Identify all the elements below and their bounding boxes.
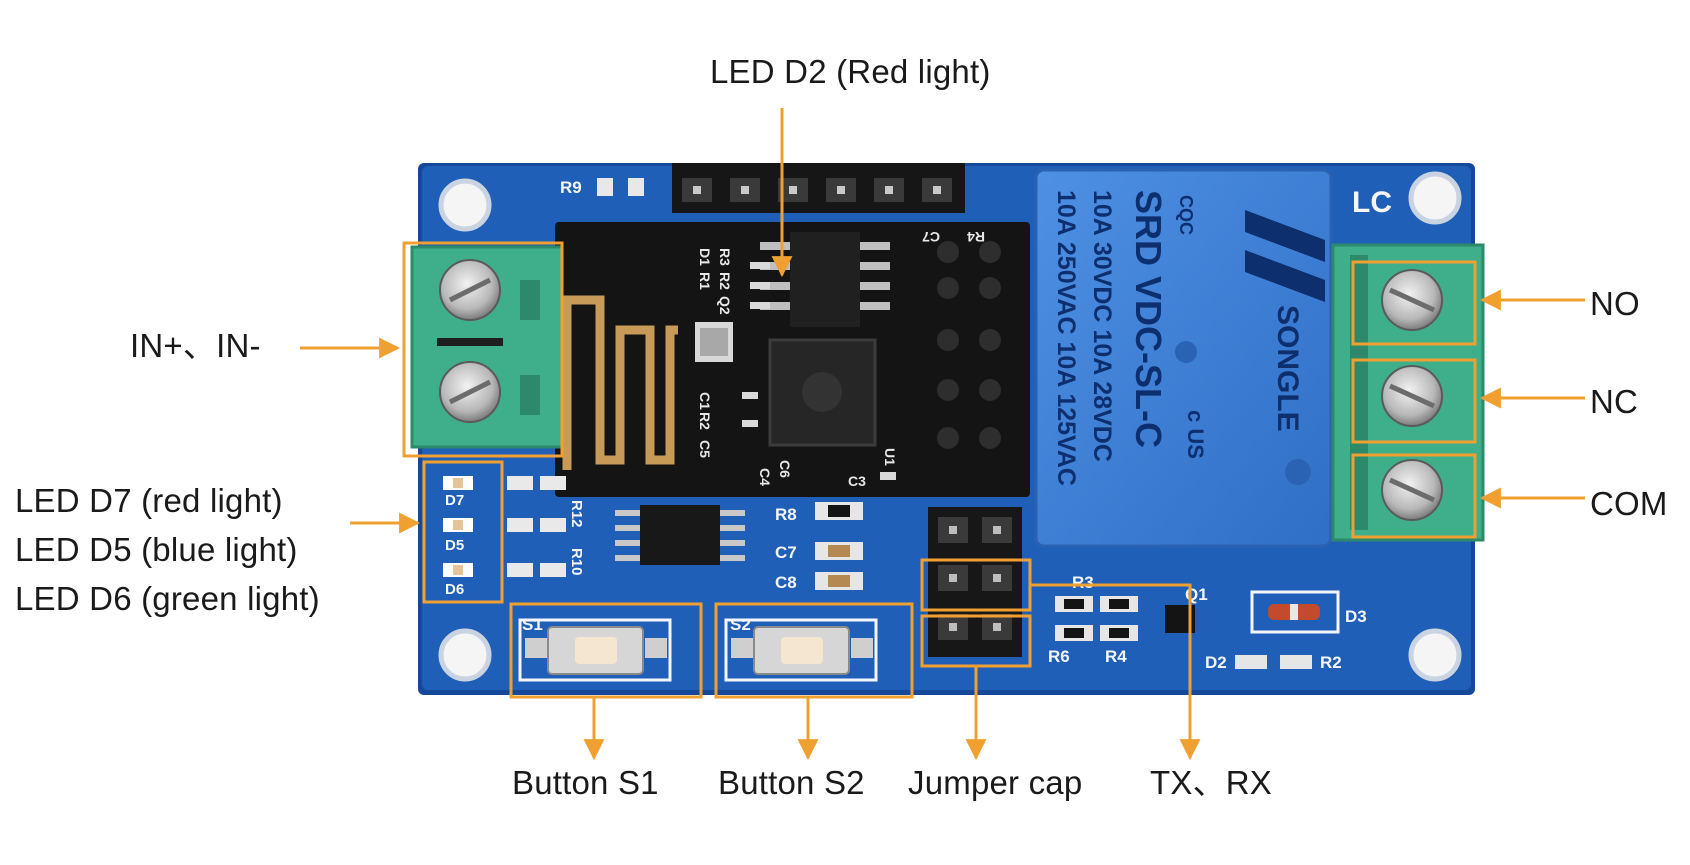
module-c5: C5	[697, 440, 713, 458]
silk-r4: R4	[1105, 647, 1127, 666]
module-r2b: R2	[697, 412, 713, 430]
highlight-com	[1351, 453, 1477, 539]
label-nc: NC	[1590, 383, 1639, 420]
output-terminal-block	[1331, 243, 1485, 542]
silk-d5: D5	[445, 537, 464, 554]
label-button-s1: Button S1	[512, 764, 659, 801]
esp-module: D1 R1 R3 R2 Q2 C7 R4 C1 R2 C5 C4 C6 C3 U…	[555, 222, 1030, 497]
silk-d6: D6	[445, 581, 464, 598]
label-button-s2: Button S2	[718, 764, 865, 801]
jumper-header	[928, 507, 1022, 657]
silk-r12: R12	[568, 500, 585, 528]
silk-r3: R3	[1072, 573, 1094, 592]
module-u1: U1	[882, 448, 898, 466]
silk-r8: R8	[775, 505, 797, 524]
module-c7: C7	[922, 229, 940, 245]
silk-d7: D7	[445, 492, 464, 509]
passives-r8-c7-c8: R8 C7 C8	[775, 502, 863, 592]
silk-q1: Q1	[1185, 585, 1208, 604]
leader-tx-rx	[1030, 583, 1201, 761]
silk-r9: R9	[560, 178, 582, 197]
label-com: COM	[1590, 485, 1668, 522]
passives-right: R3 Q1 D3 R6 R4 D2 R2	[1048, 573, 1367, 672]
silk-c7: C7	[775, 543, 797, 562]
label-led-d6: LED D6 (green light)	[15, 580, 320, 617]
highlight-s1	[509, 602, 703, 699]
highlight-no	[1351, 260, 1477, 346]
button-s2-illustration	[724, 618, 878, 682]
relay-model: SRD VDC-SL-C	[1128, 190, 1169, 448]
mounting-hole	[438, 628, 492, 682]
silk-s1: S1	[522, 615, 543, 634]
module-r2: R2	[717, 272, 733, 290]
highlight-s2	[714, 602, 914, 699]
relay-ul-mark: c US	[1183, 410, 1208, 459]
button-s1-illustration	[518, 618, 672, 682]
leader-lines	[300, 108, 1585, 761]
label-tx-rx: TX、RX	[1150, 764, 1273, 801]
mounting-hole	[438, 178, 492, 232]
status-led-column: D7 D5 D6 R12 R10	[443, 476, 585, 598]
brand-mark: LC	[1352, 186, 1392, 219]
module-c3: C3	[848, 473, 866, 489]
module-q2: Q2	[717, 296, 733, 315]
label-in-terminals: IN+、IN-	[130, 327, 261, 364]
silk-s2: S2	[730, 615, 751, 634]
silk-c8: C8	[775, 573, 797, 592]
label-led-d7: LED D7 (red light)	[15, 482, 283, 519]
input-terminal-block	[410, 245, 564, 449]
module-c4: C4	[757, 468, 773, 486]
driver-chip	[615, 505, 745, 565]
module-r3: R3	[717, 248, 733, 266]
mounting-hole	[1408, 171, 1462, 225]
module-c6: C6	[777, 460, 793, 478]
relay-brand: SONGLE	[1271, 305, 1304, 432]
mounting-hole	[1408, 628, 1462, 682]
module-r1: R1	[697, 272, 713, 290]
module-c1: C1	[697, 392, 713, 410]
relay: 10A 250VAC 10A 125VAC 10A 30VDC 10A 28VD…	[1034, 168, 1333, 548]
label-led-d2: LED D2 (Red light)	[710, 53, 991, 90]
relay-cqc: CQC	[1176, 195, 1196, 235]
module-r4: R4	[967, 229, 985, 245]
silk-d2: D2	[1205, 653, 1227, 672]
module-d1: D1	[697, 248, 713, 266]
label-led-d5: LED D5 (blue light)	[15, 531, 298, 568]
silk-r2: R2	[1320, 653, 1342, 672]
relay-rating-line2: 10A 30VDC 10A 28VDC	[1088, 190, 1116, 462]
label-no: NO	[1590, 285, 1640, 322]
relay-rating-line1: 10A 250VAC 10A 125VAC	[1052, 190, 1080, 486]
highlight-nc	[1351, 358, 1477, 444]
label-jumper-cap: Jumper cap	[908, 764, 1083, 801]
silk-r6: R6	[1048, 647, 1070, 666]
pin-header	[672, 163, 965, 213]
silk-r10: R10	[568, 548, 585, 576]
highlight-leds	[422, 460, 504, 604]
silk-d3: D3	[1345, 607, 1367, 626]
highlight-in-terminals	[402, 241, 564, 458]
